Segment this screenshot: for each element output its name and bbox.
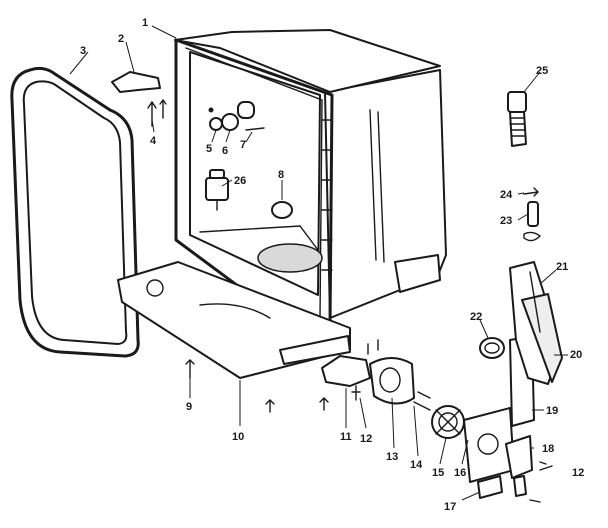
ring-inner	[484, 342, 500, 354]
hose-connector-part	[507, 91, 527, 147]
callout-24: 24	[500, 189, 513, 201]
retainer-part	[523, 201, 542, 242]
base-plate	[117, 261, 351, 379]
callout-7: 7	[240, 139, 246, 151]
callout-14: 14	[410, 459, 423, 471]
valve-part	[505, 435, 533, 497]
callout-8: 8	[278, 169, 284, 181]
callout-9: 9	[186, 401, 192, 413]
callout-labels: 1 2 3 4 5 6 7 8 9 10 11 12 13 14 15 16 1…	[80, 17, 584, 513]
callout-3: 3	[80, 45, 86, 57]
callout-16: 16	[454, 467, 466, 479]
callout-22: 22	[470, 311, 482, 323]
callout-6: 6	[222, 145, 228, 157]
screw-12-right	[539, 461, 553, 471]
callout-20: 20	[570, 349, 582, 361]
screw-9	[185, 359, 195, 379]
callout-21: 21	[556, 261, 568, 273]
callout-5: 5	[206, 143, 212, 155]
pump-housing-part	[369, 357, 415, 405]
ring-part	[479, 337, 505, 359]
float-switch-part	[205, 169, 229, 211]
callout-4: 4	[150, 135, 157, 147]
callout-10: 10	[232, 431, 244, 443]
clip-part	[523, 187, 539, 197]
grommet-part	[271, 201, 293, 219]
callout-23: 23	[500, 215, 512, 227]
screw-bottom-right	[529, 499, 541, 503]
screw-bottom-2	[319, 397, 329, 411]
callout-11: 11	[340, 431, 352, 443]
callout-17: 17	[444, 501, 456, 513]
callout-13: 13	[386, 451, 398, 463]
door-gasket	[10, 66, 140, 358]
callout-18: 18	[542, 443, 554, 455]
callout-25: 25	[536, 65, 548, 77]
pump-bracket-part	[321, 339, 379, 387]
screw-14	[413, 391, 431, 411]
callout-1: 1	[142, 17, 148, 29]
callout-15: 15	[432, 467, 444, 479]
motor-mount-part	[431, 405, 465, 439]
callout-2: 2	[118, 33, 124, 45]
bracket-part	[111, 71, 161, 93]
callout-12-right: 12	[572, 467, 584, 479]
callout-19: 19	[546, 405, 558, 417]
screws-part	[147, 98, 167, 127]
inlet-assembly-part	[509, 261, 563, 385]
tub-assembly	[174, 29, 447, 334]
callout-12: 12	[360, 433, 372, 445]
leader-lines	[69, 25, 568, 501]
screw-bottom	[265, 399, 275, 413]
screw-12	[351, 385, 361, 401]
callout-26: 26	[234, 175, 246, 187]
